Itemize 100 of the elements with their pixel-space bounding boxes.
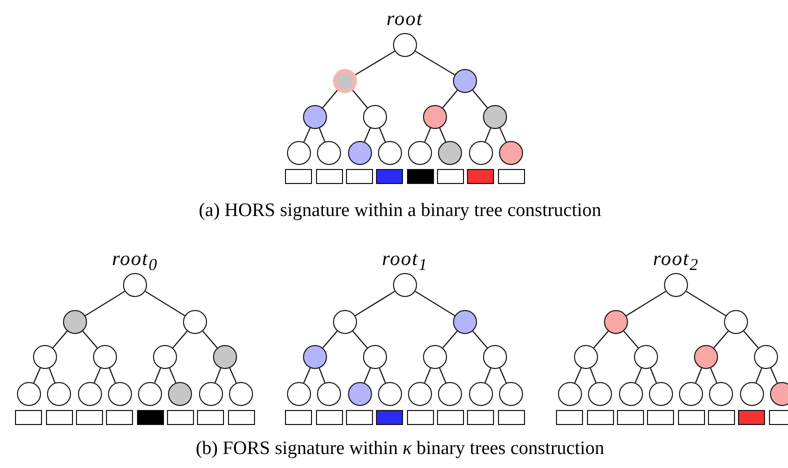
tree-node xyxy=(378,382,402,406)
tree-edge xyxy=(499,128,507,142)
leaf-slot xyxy=(586,410,614,425)
tree-node xyxy=(333,310,357,334)
tree-node xyxy=(393,33,417,57)
leaf-slot xyxy=(376,169,404,184)
tree-node xyxy=(483,105,507,129)
tree-node xyxy=(108,382,132,406)
tree-edge xyxy=(378,368,386,384)
leaf-slot xyxy=(228,410,255,425)
tree-edge xyxy=(94,368,101,384)
tree-node xyxy=(770,382,788,406)
tree-edge xyxy=(472,90,488,108)
tree-node xyxy=(213,345,237,369)
leaf-slot xyxy=(647,410,674,425)
tree-node xyxy=(740,382,764,406)
tree-edge xyxy=(770,368,778,384)
tree-node xyxy=(93,345,117,369)
tree-node xyxy=(588,382,612,406)
tree-edge xyxy=(82,330,98,348)
tree-edge xyxy=(424,128,431,142)
tree-edge xyxy=(743,330,759,348)
tree-node xyxy=(558,382,582,406)
tree-node xyxy=(393,273,417,297)
tree-node xyxy=(78,382,102,406)
tree-edge xyxy=(172,330,188,348)
leaf-slot xyxy=(708,410,735,425)
tree-node xyxy=(363,345,387,369)
tree-node xyxy=(333,69,357,93)
tree-node xyxy=(709,382,734,406)
tree-node xyxy=(604,310,628,334)
tree-edge xyxy=(439,128,446,142)
tree-node xyxy=(286,382,311,406)
tree-node xyxy=(483,345,507,369)
tree-edge xyxy=(318,128,326,142)
root-label: root$_{0}$ xyxy=(112,248,158,276)
tree-edge xyxy=(303,368,311,384)
tree-edge xyxy=(169,368,176,384)
tree-edge xyxy=(318,368,326,383)
leaf-slot xyxy=(406,410,434,425)
tree-edge xyxy=(414,290,456,316)
tree-edge xyxy=(756,368,762,383)
tree-node xyxy=(123,273,147,297)
tree-edge xyxy=(472,330,488,348)
tree-edge xyxy=(84,290,126,316)
tree-edge xyxy=(52,330,68,348)
tree-node xyxy=(286,141,311,165)
tree-node xyxy=(634,345,658,369)
tree-node xyxy=(198,382,223,406)
tree-edge xyxy=(322,90,338,108)
tree-edge xyxy=(415,50,455,76)
tree-edge xyxy=(33,368,41,384)
tree-node xyxy=(33,345,57,369)
leaf-slot xyxy=(768,410,788,425)
leaf-slot xyxy=(498,410,525,425)
tree-edge xyxy=(484,128,492,142)
tree-node xyxy=(423,105,447,129)
leaf-slot xyxy=(15,410,42,425)
leaf-slot xyxy=(285,410,312,425)
leaf-slot xyxy=(617,410,644,425)
tree-node xyxy=(168,382,192,406)
tree-node xyxy=(499,141,524,165)
tree-node xyxy=(694,345,718,369)
tree-node xyxy=(724,310,748,334)
tree-node xyxy=(453,310,477,334)
leaf-slot xyxy=(376,410,404,425)
tree-edge xyxy=(48,368,56,383)
leaf-slot xyxy=(556,410,584,425)
tree-edge xyxy=(710,368,718,384)
tree-edge xyxy=(364,128,371,142)
tree-node xyxy=(138,382,162,406)
caption: (b) FORS signature within κ binary trees construction xyxy=(196,438,604,460)
tree-node xyxy=(378,141,402,165)
caption: (a) HORS signature within a binary tree construction xyxy=(198,200,602,222)
tree-node xyxy=(679,382,704,406)
tree-edge xyxy=(202,330,218,348)
leaf-slot xyxy=(316,410,343,425)
root-label: root$_{2}$ xyxy=(653,248,699,276)
leaf-slot xyxy=(738,410,766,425)
tree-node xyxy=(408,141,432,165)
tree-edge xyxy=(154,368,162,384)
tree-node xyxy=(468,382,493,406)
leaf-slot xyxy=(436,169,464,184)
leaf-slot xyxy=(46,410,73,425)
tree-edge xyxy=(590,368,596,383)
tree-edge xyxy=(442,330,458,348)
leaf-slot xyxy=(346,410,374,425)
tree-edge xyxy=(303,128,311,142)
tree-edge xyxy=(364,368,371,384)
leaf-slot xyxy=(197,410,224,425)
tree-node xyxy=(153,345,177,369)
tree-edge xyxy=(439,368,446,384)
tree-edge xyxy=(322,330,338,348)
root-label: root$_{1}$ xyxy=(382,248,428,276)
leaf-slot xyxy=(406,169,434,184)
tree-node xyxy=(183,310,207,334)
leaf-slot xyxy=(285,169,312,184)
tree-node xyxy=(468,141,493,165)
tree-node xyxy=(618,382,643,406)
tree-node xyxy=(664,273,688,297)
